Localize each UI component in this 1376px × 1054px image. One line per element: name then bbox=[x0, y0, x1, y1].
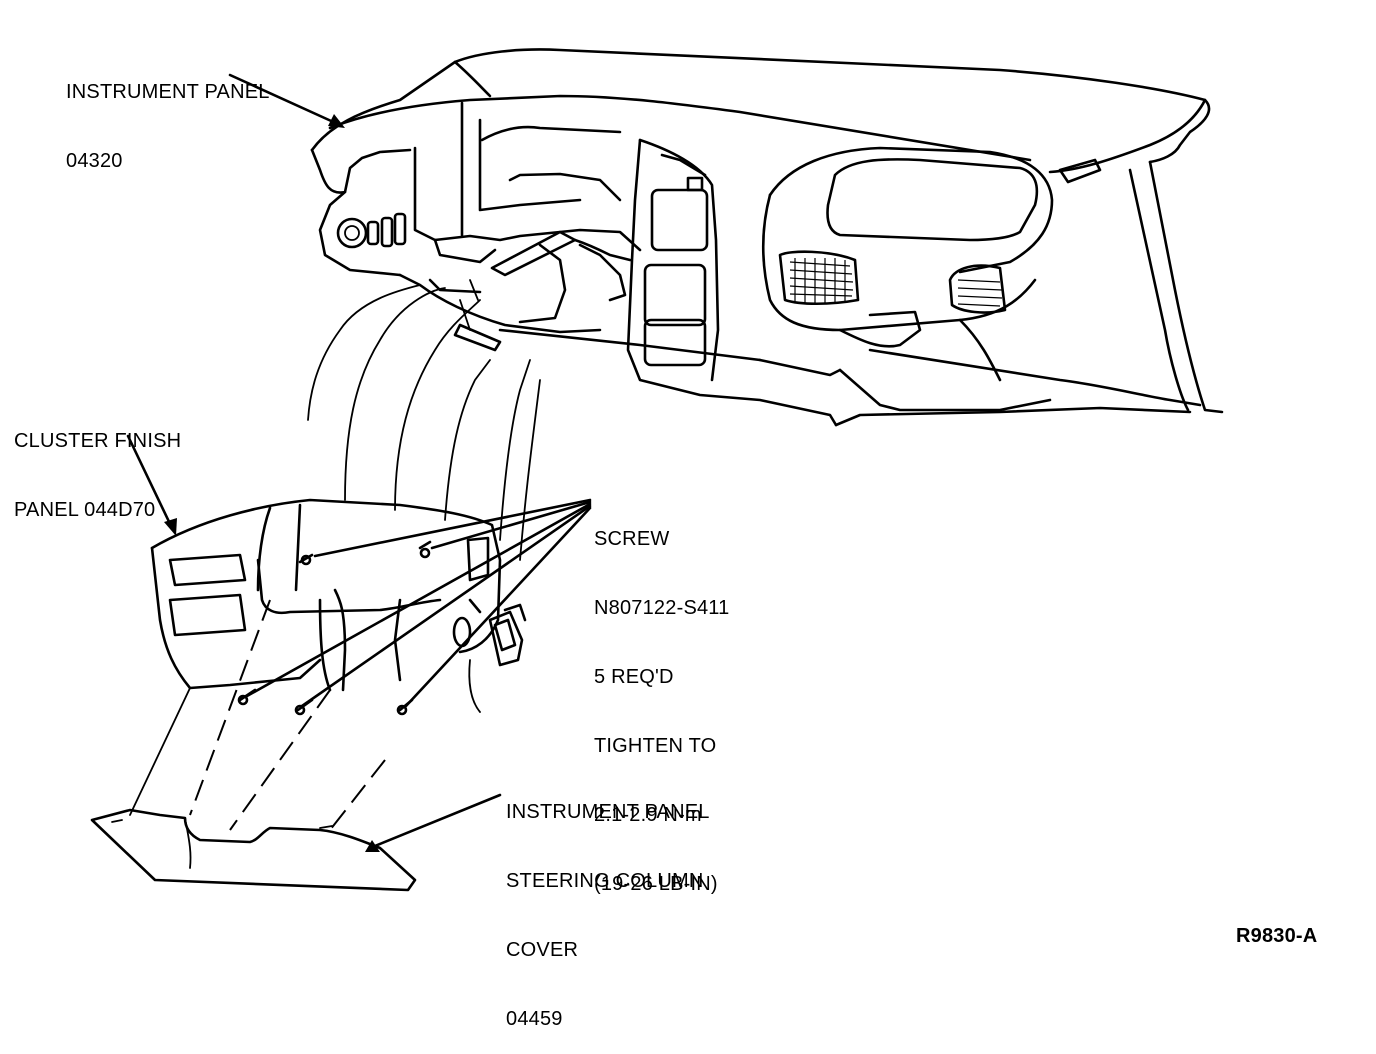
screw-label: SCREW N807122-S411 5 REQ'D TIGHTEN TO 2.… bbox=[594, 482, 729, 919]
figure-reference-code: R9830-A bbox=[1236, 925, 1318, 947]
screw-torque-imperial: (19-26 LB-IN) bbox=[594, 873, 718, 895]
instrument-panel-label: INSTRUMENT PANEL 04320 bbox=[66, 35, 270, 196]
arrowheads bbox=[164, 114, 380, 852]
column-cover-part-number: 04459 bbox=[506, 1008, 563, 1030]
screw-label-title: SCREW bbox=[594, 528, 670, 550]
exploded-assembly-diagram bbox=[90, 48, 1224, 892]
cluster-finish-label-line: CLUSTER FINISH bbox=[14, 430, 182, 452]
cluster-finish-part-number: PANEL 044D70 bbox=[14, 499, 156, 521]
instrument-panel-part-number: 04320 bbox=[66, 150, 123, 172]
screw-torque-metric: 2.1-2.9 N-m bbox=[594, 804, 702, 826]
cluster-finish-panel-label: CLUSTER FINISH PANEL 044D70 bbox=[14, 384, 181, 545]
screw-torque-heading: TIGHTEN TO bbox=[594, 735, 717, 757]
steering-column-cover-label: INSTRUMENT PANEL STEERING COLUMN COVER 0… bbox=[506, 755, 710, 1054]
alignment-lines bbox=[307, 279, 541, 561]
screw-part-number: N807122-S411 bbox=[594, 597, 730, 619]
instrument-panel-label-line: INSTRUMENT PANEL bbox=[66, 81, 270, 103]
column-cover-label-line-2: STEERING COLUMN bbox=[506, 870, 704, 892]
cover-alignment-lines bbox=[129, 599, 386, 831]
steering-column-cover-drawing bbox=[90, 808, 417, 892]
column-cover-label-line-1: INSTRUMENT PANEL bbox=[506, 801, 710, 823]
leader-lines bbox=[126, 73, 592, 850]
instrument-panel-drawing bbox=[310, 48, 1224, 427]
screw-quantity: 5 REQ'D bbox=[594, 666, 674, 688]
column-cover-label-line-3: COVER bbox=[506, 939, 579, 961]
cluster-finish-panel-drawing bbox=[150, 498, 527, 716]
